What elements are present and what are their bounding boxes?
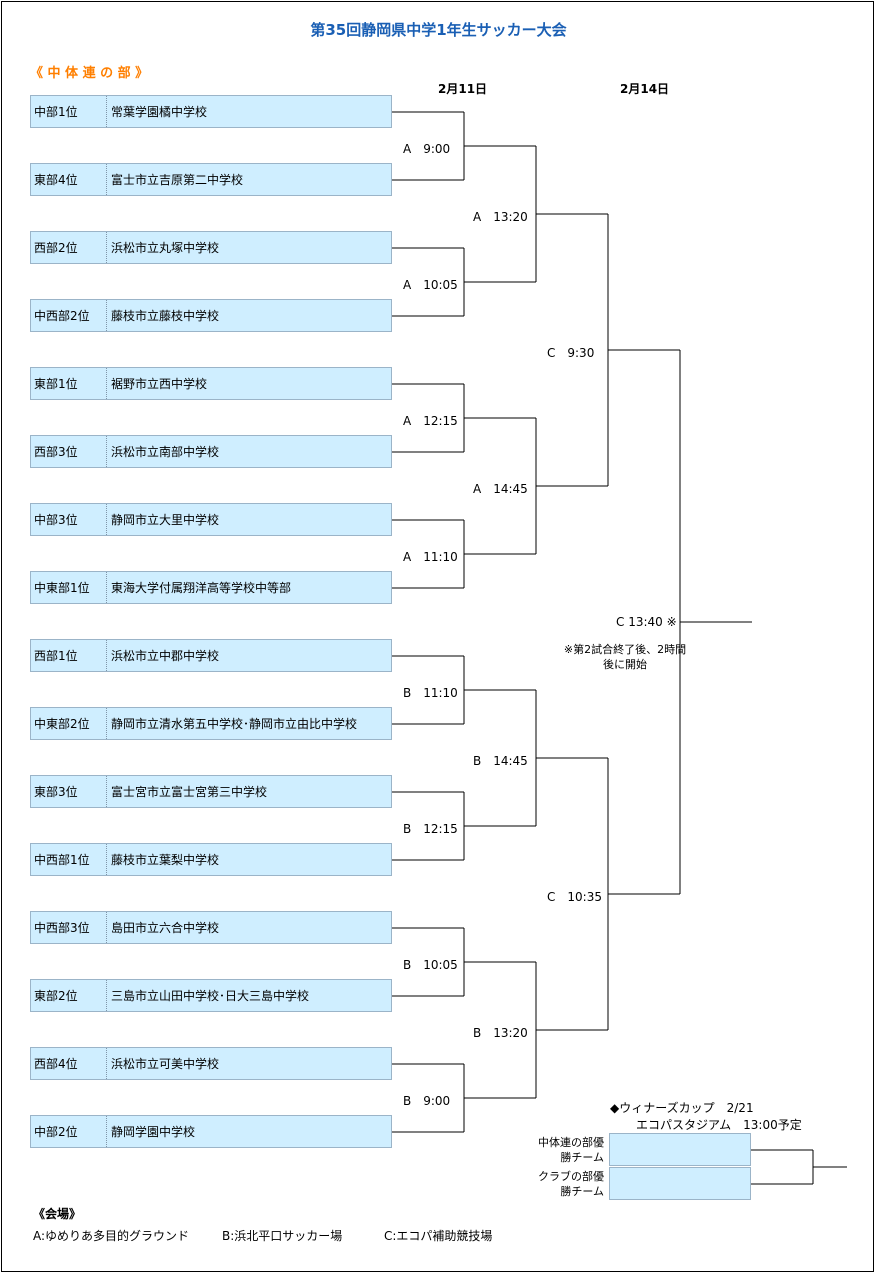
date-round1: 2月11日 [438,82,488,96]
team-row: 中部2位静岡学園中学校 [30,1115,392,1148]
team-row: 中西部1位藤枝市立葉梨中学校 [30,843,392,876]
team-school: 浜松市立丸塚中学校 [111,241,220,255]
venue-title: 《会場》 [33,1207,82,1221]
match-label-r2: B 13:20 [473,1026,528,1040]
team-school: 島田市立六合中学校 [111,921,220,935]
team-school: 藤枝市立葉梨中学校 [111,853,220,867]
team-row: 東部3位富士宮市立富士宮第三中学校 [30,775,392,808]
venue-c: C:エコパ補助競技場 [384,1229,493,1243]
match-label-r2: B 14:45 [473,754,528,768]
team-row: 中部1位常葉学園橘中学校 [30,95,392,128]
date-semis: 2月14日 [620,82,670,96]
team-row: 西部4位浜松市立可美中学校 [30,1047,392,1080]
venue-b: B:浜北平口サッカー場 [222,1229,343,1243]
match-label-r1: A 9:00 [403,142,451,156]
team-seed: 東部4位 [31,164,107,195]
team-seed: 中西部2位 [31,300,107,331]
team-seed: 中東部2位 [31,708,107,739]
winners-cup-title: ◆ウィナーズカップ 2/21 [610,1101,754,1115]
winners-box-1 [609,1133,751,1166]
team-school: 浜松市立可美中学校 [111,1057,220,1071]
match-label-r3: C 9:30 [547,346,595,360]
team-seed: 東部2位 [31,980,107,1011]
team-seed: 中部2位 [31,1116,107,1147]
team-school: 富士宮市立富士宮第三中学校 [111,785,268,799]
match-label-r1: A 10:05 [403,278,458,292]
team-row: 東部2位三島市立山田中学校･日大三島中学校 [30,979,392,1012]
venue-a: A:ゆめりあ多目的グラウンド [33,1229,190,1243]
winners-cup-sub: エコパスタジアム 13:00予定 [636,1118,802,1132]
winners-row-label-1: 中体連の部優勝チーム [538,1136,604,1164]
winners-row-label-2: クラブの部優勝チーム [538,1170,604,1198]
section-label: 《 中 体 連 の 部 》 [30,66,149,81]
match-label-r1: B 10:05 [403,958,458,972]
team-row: 東部1位裾野市立西中学校 [30,367,392,400]
team-row: 中西部3位島田市立六合中学校 [30,911,392,944]
team-seed: 中東部1位 [31,572,107,603]
team-school: 裾野市立西中学校 [111,377,208,391]
team-school: 藤枝市立藤枝中学校 [111,309,220,323]
team-school: 富士市立吉原第二中学校 [111,173,244,187]
match-label-r3: C 10:35 [547,890,602,904]
team-seed: 中部3位 [31,504,107,535]
team-seed: 東部1位 [31,368,107,399]
team-seed: 西部3位 [31,436,107,467]
team-row: 西部2位浜松市立丸塚中学校 [30,231,392,264]
match-label-r2: A 14:45 [473,482,528,496]
team-row: 西部3位浜松市立南部中学校 [30,435,392,468]
team-school: 静岡市立大里中学校 [111,513,220,527]
team-seed: 中西部1位 [31,844,107,875]
team-seed: 西部4位 [31,1048,107,1079]
match-label-r1: A 12:15 [403,414,458,428]
page-title: 第35回静岡県中学1年生サッカー大会 [310,21,567,39]
team-school: 常葉学園橘中学校 [111,105,208,119]
match-label-r1: A 11:10 [403,550,458,564]
winners-box-2 [609,1167,751,1200]
team-row: 中東部2位静岡市立清水第五中学校･静岡市立由比中学校 [30,707,392,740]
team-school: 東海大学付属翔洋高等学校中等部 [111,581,292,595]
team-row: 中西部2位藤枝市立藤枝中学校 [30,299,392,332]
team-row: 中部3位静岡市立大里中学校 [30,503,392,536]
team-seed: 西部1位 [31,640,107,671]
team-school: 静岡市立清水第五中学校･静岡市立由比中学校 [111,717,358,731]
team-school: 三島市立山田中学校･日大三島中学校 [111,989,310,1003]
team-school: 静岡学園中学校 [111,1125,196,1139]
match-label-r2: A 13:20 [473,210,528,224]
final-match-label: C 13:40 ※ [616,615,677,629]
match-label-r1: B 9:00 [403,1094,451,1108]
team-seed: 西部2位 [31,232,107,263]
final-note: ※第2試合終了後、2時間後に開始 [563,643,687,671]
team-row: 中東部1位東海大学付属翔洋高等学校中等部 [30,571,392,604]
team-row: 西部1位浜松市立中郡中学校 [30,639,392,672]
team-seed: 東部3位 [31,776,107,807]
team-seed: 中西部3位 [31,912,107,943]
team-school: 浜松市立中郡中学校 [111,649,220,663]
team-row: 東部4位富士市立吉原第二中学校 [30,163,392,196]
match-label-r1: B 12:15 [403,822,458,836]
match-label-r1: B 11:10 [403,686,458,700]
team-school: 浜松市立南部中学校 [111,445,220,459]
team-seed: 中部1位 [31,96,107,127]
